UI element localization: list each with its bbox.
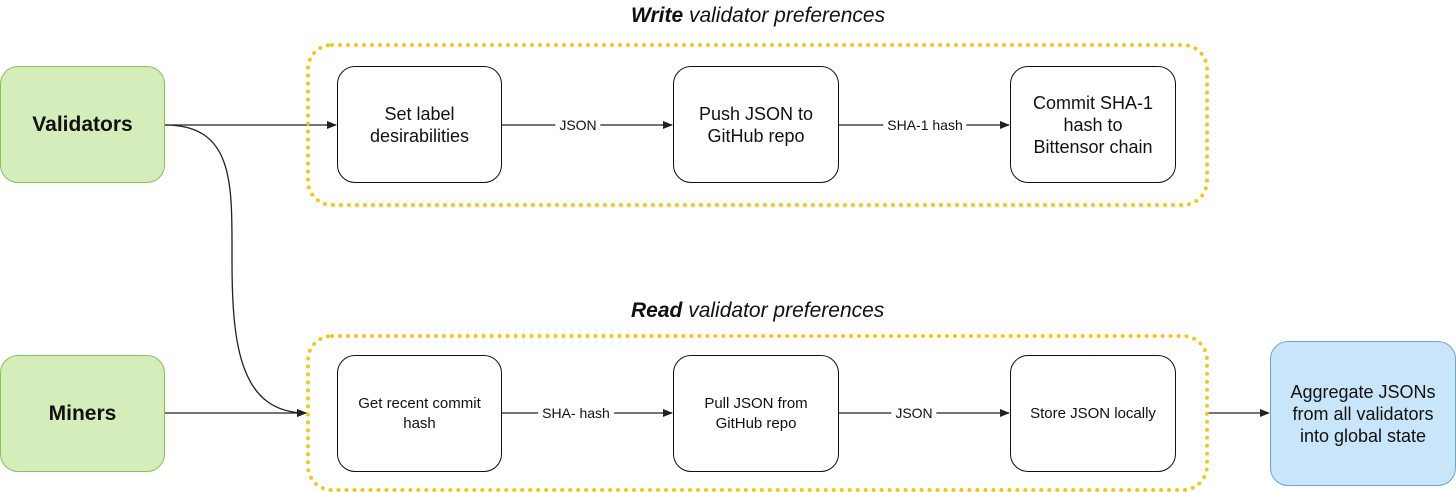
edge-label-json-read: JSON [891, 405, 937, 421]
push-json-label: Push JSON to GitHub repo [698, 103, 814, 146]
read-group-frame [306, 334, 1209, 492]
store-json-label: Store JSON locally [1030, 404, 1156, 422]
get-commit-node: Get recent commit hash [337, 355, 502, 472]
aggregate-label: Aggregate JSONs from all validators into… [1290, 381, 1436, 446]
set-labels-node: Set label desirabilities [337, 66, 502, 183]
pull-json-label: Pull JSON from GitHub repo [704, 394, 808, 432]
commit-hash-node: Commit SHA-1 hash to Bittensor chain [1010, 66, 1176, 183]
write-group-title: Write validator preferences [631, 4, 885, 28]
read-title-bold: Read [631, 299, 683, 322]
push-json-node: Push JSON to GitHub repo [673, 66, 839, 183]
validators-node: Validators [0, 66, 165, 183]
write-title-rest: validator preferences [683, 4, 886, 27]
get-commit-label: Get recent commit hash [358, 394, 481, 432]
write-title-bold: Write [631, 4, 684, 27]
edge-label-json-write: JSON [555, 117, 601, 133]
read-title-rest: validator preferences [682, 299, 885, 322]
edge-label-sha-read: SHA- hash [538, 405, 614, 421]
edge-validators-to-read [164, 124, 307, 417]
miners-label: Miners [48, 401, 117, 425]
write-group-frame [306, 43, 1209, 207]
aggregate-node: Aggregate JSONs from all validators into… [1270, 341, 1456, 486]
miners-node: Miners [0, 355, 165, 472]
validators-label: Validators [32, 112, 133, 136]
commit-hash-label: Commit SHA-1 hash to Bittensor chain [1032, 92, 1153, 157]
read-group-title: Read validator preferences [631, 299, 884, 323]
pull-json-node: Pull JSON from GitHub repo [673, 355, 839, 472]
set-labels-label: Set label desirabilities [369, 103, 470, 146]
store-json-node: Store JSON locally [1010, 355, 1176, 472]
edge-label-sha1-write: SHA-1 hash [883, 117, 967, 133]
